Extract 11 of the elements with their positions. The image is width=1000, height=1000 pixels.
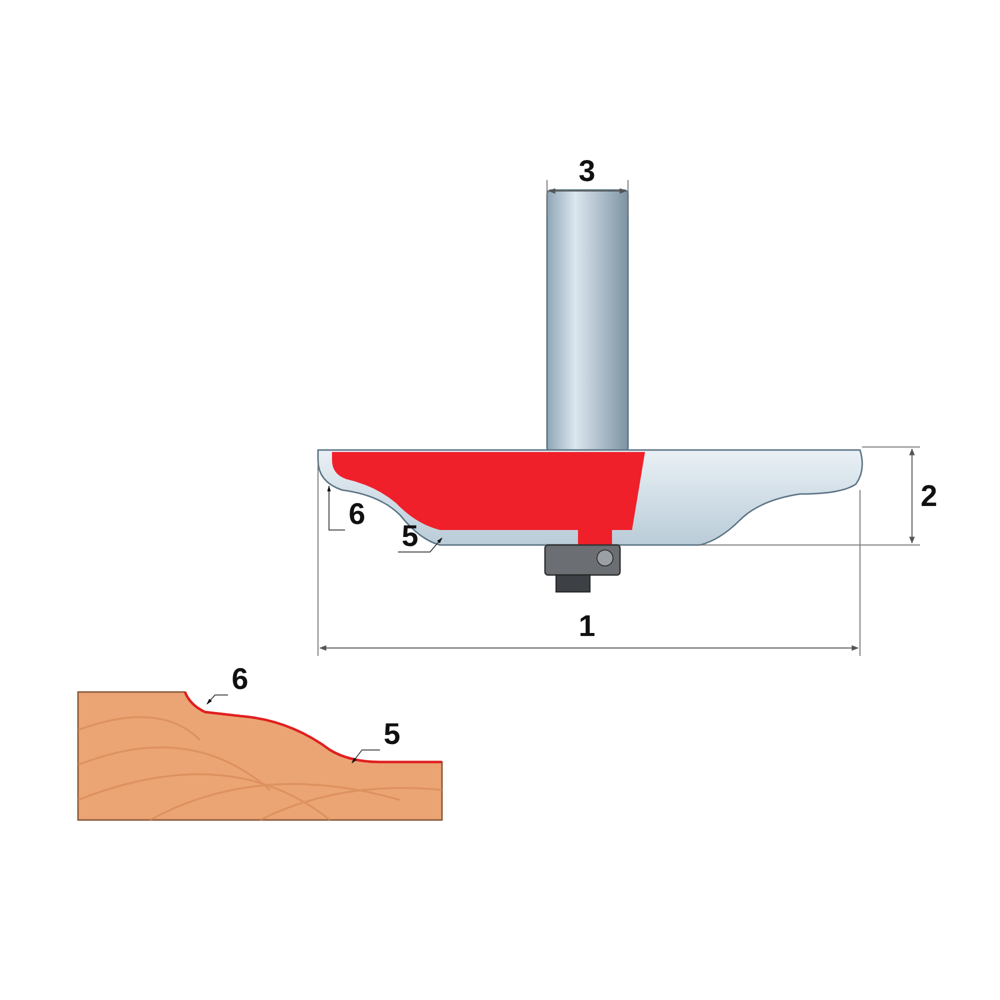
callout-number: 6: [345, 500, 369, 530]
callout-number: 6: [228, 665, 252, 695]
callout-number: 5: [380, 720, 404, 750]
leader-line: [352, 750, 380, 764]
callout-number: 5: [398, 522, 422, 552]
leader-line: [327, 485, 346, 530]
leader-line: [398, 538, 442, 552]
leader-line: [206, 694, 228, 704]
dimension-label: 1: [578, 612, 596, 642]
dimension-label: 3: [578, 157, 596, 187]
dimension-label: 2: [920, 482, 938, 512]
